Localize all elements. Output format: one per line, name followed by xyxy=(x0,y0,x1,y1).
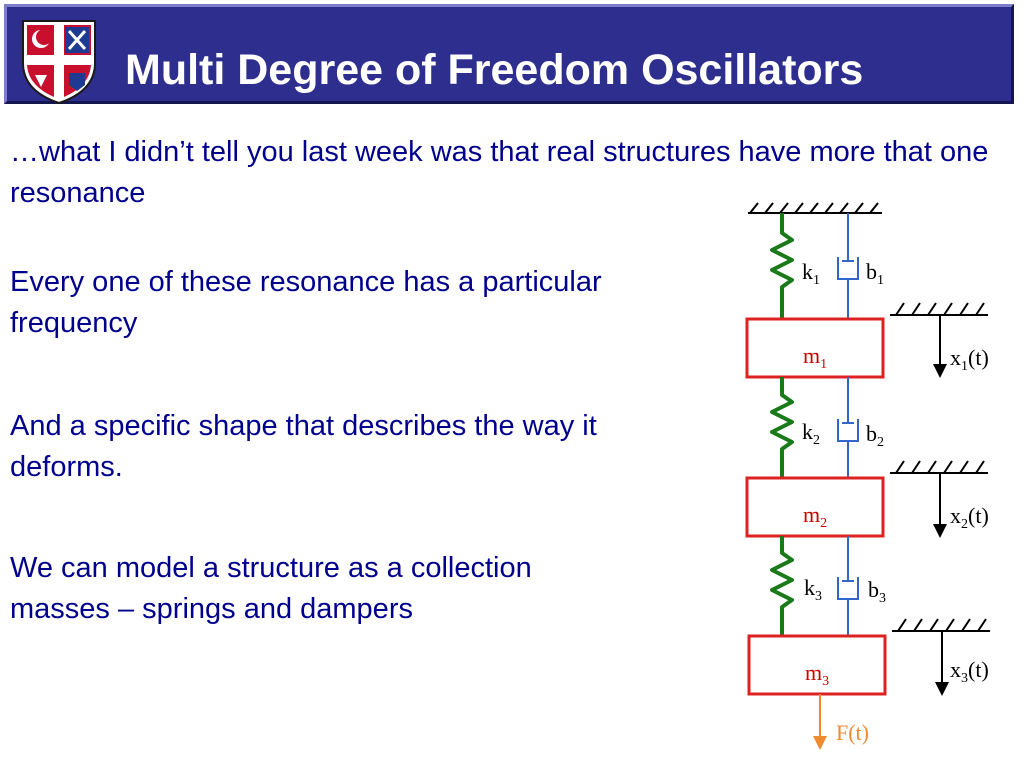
mass-label-m1: m1 xyxy=(803,343,827,372)
paragraph-resonance-intro: …what I didn’t tell you last week was th… xyxy=(10,136,989,209)
paragraph-mode-shape: And a specific shape that describes the … xyxy=(10,410,597,483)
slide-title: Multi Degree of Freedom Oscillators xyxy=(125,46,864,94)
title-panel: Multi Degree of Freedom Oscillators xyxy=(4,4,1014,105)
mass-label-m2: m2 xyxy=(803,502,827,531)
damper-b2 xyxy=(837,377,859,478)
mass-m1 xyxy=(745,317,885,379)
mass-m3 xyxy=(747,634,887,696)
damper-label-b2: b2 xyxy=(866,421,884,450)
spring-label-k2: k2 xyxy=(802,419,820,448)
damper-b1 xyxy=(837,213,859,319)
mass-m2 xyxy=(745,476,885,538)
displacement-label-x2: x2(t) xyxy=(950,503,989,532)
title-bar: Multi Degree of Freedom Oscillators xyxy=(0,0,1024,110)
spring-k2 xyxy=(770,377,794,478)
university-crest-icon xyxy=(22,20,96,105)
ground-right-2 xyxy=(890,460,988,474)
paragraph-model: We can model a structure as a collection… xyxy=(10,552,532,625)
damper-b3 xyxy=(837,536,859,636)
ground-top xyxy=(748,202,882,214)
spring-label-k1: k1 xyxy=(802,259,820,288)
mass-label-m3: m3 xyxy=(805,660,829,689)
displacement-label-x3: x3(t) xyxy=(950,657,989,686)
spring-k3 xyxy=(770,536,794,636)
spring-label-k3: k3 xyxy=(804,575,822,604)
displacement-label-x1: x1(t) xyxy=(950,345,989,374)
damper-label-b1: b1 xyxy=(866,259,884,288)
mass-spring-damper-diagram: k1 b1 m1 x1(t) k2 b2 m2 x2(t) k3 b3 m3 x xyxy=(745,202,990,750)
ground-right-3 xyxy=(892,618,990,632)
damper-label-b3: b3 xyxy=(868,577,886,606)
ground-right-1 xyxy=(890,302,988,316)
paragraph-frequency: Every one of these resonance has a parti… xyxy=(10,266,602,339)
force-label: F(t) xyxy=(836,720,869,745)
spring-k1 xyxy=(770,213,794,319)
